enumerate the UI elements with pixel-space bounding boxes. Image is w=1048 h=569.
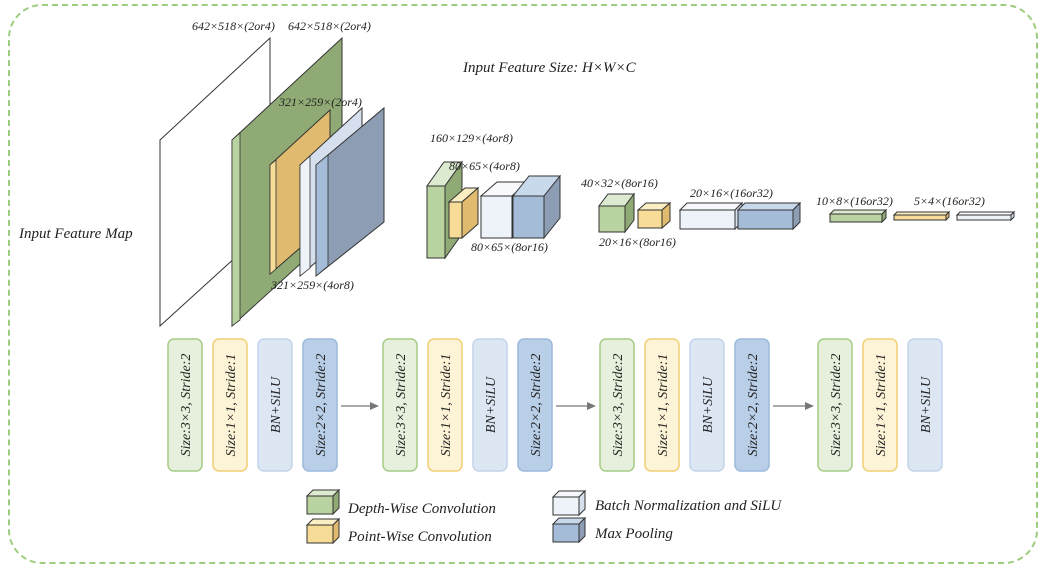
op-block-bn: BN+SiLU	[472, 338, 508, 472]
maxpool-cube-3	[736, 201, 802, 231]
dashed-frame	[8, 4, 1038, 564]
op-block-pw: Size:1×1, Stride:1	[644, 338, 680, 472]
legend-depthwise-swatch	[305, 488, 341, 516]
maxpool-feature-map-1	[315, 106, 385, 278]
dim-label: 20×16×(8or16)	[599, 235, 676, 249]
op-block-label: Size:3×3, Stride:2	[179, 354, 194, 457]
stage-arrow	[773, 402, 814, 410]
pointwise-cube-2	[447, 186, 480, 240]
op-block-mp: Size:2×2, Stride:2	[302, 338, 338, 472]
op-block-label: Size:3×3, Stride:2	[611, 354, 626, 457]
op-block-label: BN+SiLU	[484, 376, 499, 433]
operation-pipeline: Size:3×3, Stride:2 Size:1×1, Stride:1 BN+S…	[167, 338, 943, 472]
op-block-label: Size:2×2, Stride:2	[314, 354, 329, 457]
op-block-dw: Size:3×3, Stride:2	[382, 338, 418, 472]
input-feature-size-label: Input Feature Size: H×W×C	[462, 60, 637, 76]
depthwise-cube-3	[598, 192, 635, 234]
op-block-label: Size:1×1, Stride:1	[439, 354, 454, 457]
legend-depthwise-label: Depth-Wise Convolution	[347, 501, 496, 517]
depthwise-slab-4	[828, 208, 888, 224]
legend: Depth-Wise Convolution Point-Wise Convol…	[305, 488, 782, 545]
op-block-mp: Size:2×2, Stride:2	[734, 338, 770, 472]
legend-pointwise-swatch	[305, 517, 341, 545]
dim-label: 160×129×(4or8)	[430, 131, 513, 145]
op-block-label: Size:2×2, Stride:2	[746, 354, 761, 457]
op-block-dw: Size:3×3, Stride:2	[817, 338, 853, 472]
op-block-pw: Size:1×1, Stride:1	[427, 338, 463, 472]
legend-pointwise-label: Point-Wise Convolution	[347, 529, 492, 545]
dim-label: 80×65×(8or16)	[471, 240, 548, 254]
pointwise-slab-4	[892, 210, 951, 222]
legend-maxpool-label: Max Pooling	[594, 526, 673, 542]
op-block-label: Size:1×1, Stride:1	[224, 354, 239, 457]
op-block-bn: BN+SiLU	[689, 338, 725, 472]
dim-label: 20×16×(16or32)	[690, 186, 773, 200]
op-block-pw: Size:1×1, Stride:1	[212, 338, 248, 472]
bn-cube-3	[678, 201, 744, 231]
op-block-dw: Size:3×3, Stride:2	[599, 338, 635, 472]
pointwise-cube-3	[636, 201, 672, 230]
maxpool-cube-2	[511, 174, 562, 240]
dim-label: 40×32×(8or16)	[581, 176, 658, 190]
op-block-label: Size:3×3, Stride:2	[394, 354, 409, 457]
dim-label: 642×518×(2or4)	[288, 19, 371, 33]
stage-arrow	[556, 402, 596, 410]
op-block-label: Size:1×1, Stride:1	[656, 354, 671, 457]
op-block-label: BN+SiLU	[269, 376, 284, 433]
op-block-label: Size:2×2, Stride:2	[529, 354, 544, 457]
bn-slab-4	[955, 210, 1016, 222]
input-feature-map-label: Input Feature Map	[18, 226, 133, 242]
legend-bn-swatch	[551, 489, 587, 517]
op-block-mp: Size:2×2, Stride:2	[517, 338, 553, 472]
legend-bn-label: Batch Normalization and SiLU	[595, 498, 782, 514]
dim-label: 321×259×(2or4)	[278, 95, 362, 109]
dim-label: 10×8×(16or32)	[816, 194, 893, 208]
legend-maxpool-swatch	[551, 516, 587, 544]
op-block-bn: BN+SiLU	[907, 338, 943, 472]
op-block-label: Size:1×1, Stride:1	[874, 354, 889, 457]
op-block-label: BN+SiLU	[919, 376, 934, 433]
op-block-bn: BN+SiLU	[257, 338, 293, 472]
op-block-dw: Size:3×3, Stride:2	[167, 338, 203, 472]
op-block-label: Size:3×3, Stride:2	[829, 354, 844, 457]
dim-label: 642×518×(2or4)	[192, 19, 275, 33]
dim-label: 5×4×(16or32)	[914, 194, 985, 208]
op-block-label: BN+SiLU	[701, 376, 716, 433]
dim-label: 80×65×(4or8)	[449, 159, 520, 173]
op-block-pw: Size:1×1, Stride:1	[862, 338, 898, 472]
dim-label: 321×259×(4or8)	[270, 278, 354, 292]
stage-arrow	[341, 402, 379, 410]
